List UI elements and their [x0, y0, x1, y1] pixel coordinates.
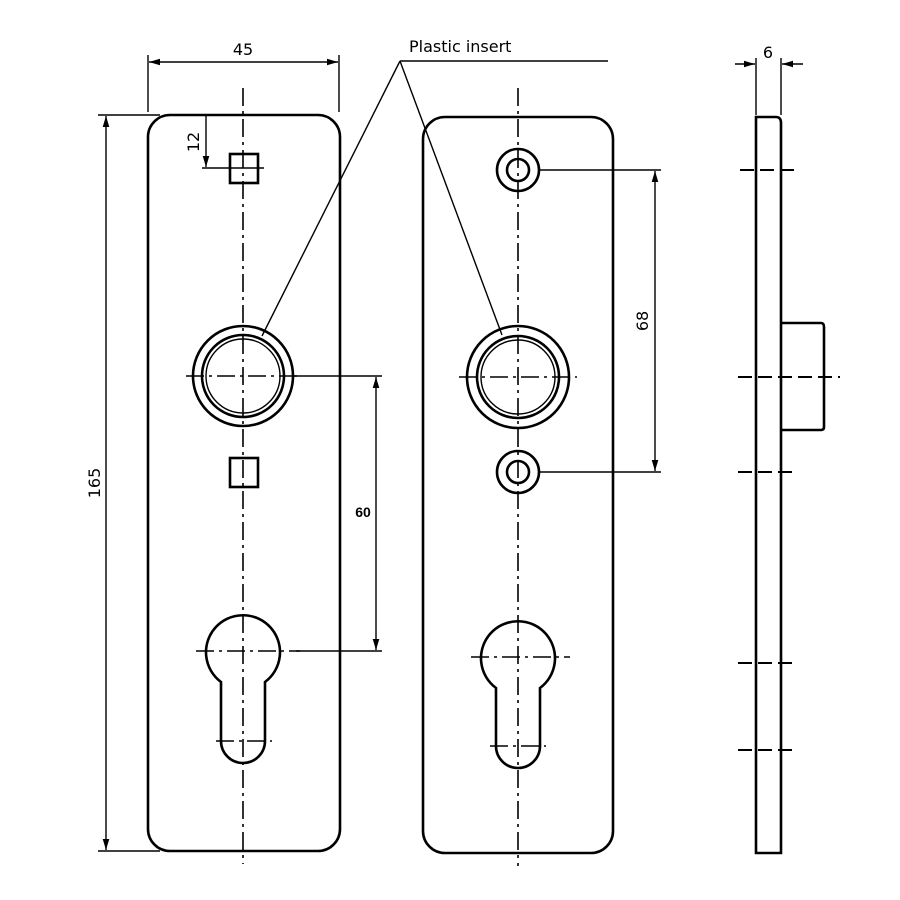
left-spacing-dimension: 60	[294, 375, 382, 652]
thickness-label: 6	[763, 43, 773, 62]
top-offset-dimension: 12	[184, 116, 264, 169]
side-plate-outline	[754, 115, 783, 855]
plastic-insert-callout: Plastic insert	[261, 37, 608, 337]
left-cylinder-keyhole	[196, 614, 300, 765]
plastic-insert-label: Plastic insert	[409, 37, 511, 56]
top-offset-label: 12	[184, 132, 203, 152]
right-rosette	[459, 324, 577, 430]
right-plate-outline	[421, 115, 615, 855]
right-cylinder-keyhole	[471, 620, 570, 770]
width-label: 45	[233, 40, 253, 59]
thickness-dimension: 6	[735, 43, 803, 115]
side-view: 6	[735, 43, 840, 855]
height-label: 165	[85, 468, 104, 499]
left-spacing-label: 60	[355, 504, 371, 520]
right-plate-view: 68	[421, 88, 661, 866]
left-plate-outline	[146, 113, 342, 853]
width-dimension: 45	[147, 40, 340, 112]
left-rosette	[186, 324, 300, 428]
right-spacing-label: 68	[633, 311, 652, 331]
left-plate-view: 45 165 12 60	[85, 40, 382, 864]
right-spacing-dimension: 68	[539, 169, 661, 473]
height-dimension: 165	[85, 114, 160, 852]
bottom-square-stud	[228, 456, 260, 489]
